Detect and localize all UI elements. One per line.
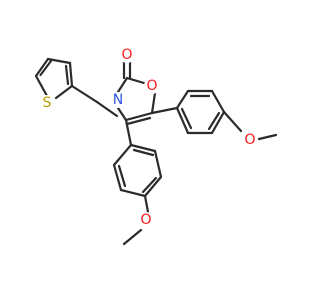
bond — [34, 74, 49, 98]
bond — [39, 59, 53, 77]
atom-labels: S N O O O O — [39, 47, 258, 228]
bond — [112, 143, 133, 167]
bond — [141, 176, 158, 194]
methylene-linker — [70, 84, 119, 118]
bond — [129, 143, 157, 153]
thiophene-ring — [34, 57, 74, 100]
ring-oxygen-label: O — [146, 78, 157, 94]
bond — [150, 91, 157, 115]
nitrogen-atom: N — [110, 92, 126, 108]
bond — [68, 61, 74, 88]
bond — [153, 149, 163, 179]
bond — [117, 164, 127, 188]
molecule-structure-diagram: S N O O O O — [34, 47, 278, 246]
methoxy-oxygen-right-atom: O — [242, 132, 258, 148]
bond — [222, 110, 243, 133]
bond — [210, 89, 226, 114]
bond — [112, 163, 123, 192]
nitrogen-label: N — [113, 92, 123, 108]
bond — [175, 106, 190, 135]
bond — [34, 57, 50, 78]
methoxy-oxygen-right-label: O — [244, 132, 255, 148]
bond — [70, 84, 99, 104]
ring-oxygen-atom: O — [144, 78, 160, 94]
methoxy-oxygen-lower-label: O — [140, 212, 151, 228]
bond — [46, 57, 72, 65]
bond — [132, 148, 155, 157]
bond — [257, 133, 278, 141]
methoxy-oxygen-lower-atom: O — [138, 212, 154, 228]
phenyl-ring-right — [150, 89, 278, 141]
bond — [143, 175, 163, 198]
oxazolone-ring — [116, 60, 157, 126]
bond — [54, 84, 74, 100]
bond — [210, 110, 226, 135]
bond — [122, 228, 143, 246]
bond — [116, 76, 129, 94]
bond — [150, 106, 179, 115]
bond — [143, 194, 150, 214]
sulfur-label: S — [43, 95, 52, 111]
bond — [116, 106, 128, 122]
carbonyl-oxygen-label: O — [121, 47, 132, 63]
carbonyl-oxygen-atom: O — [119, 47, 135, 63]
bond — [64, 64, 70, 86]
phenyl-ring-lower — [112, 118, 163, 246]
bond — [95, 100, 119, 118]
bond — [207, 111, 221, 131]
molecule-svg: S N O O O O — [34, 47, 278, 246]
bond — [119, 188, 147, 198]
bond — [175, 89, 190, 110]
bond — [125, 116, 152, 126]
bond — [124, 111, 154, 122]
bond — [124, 118, 133, 147]
bond — [180, 107, 193, 130]
sulfur-atom: S — [39, 95, 55, 111]
